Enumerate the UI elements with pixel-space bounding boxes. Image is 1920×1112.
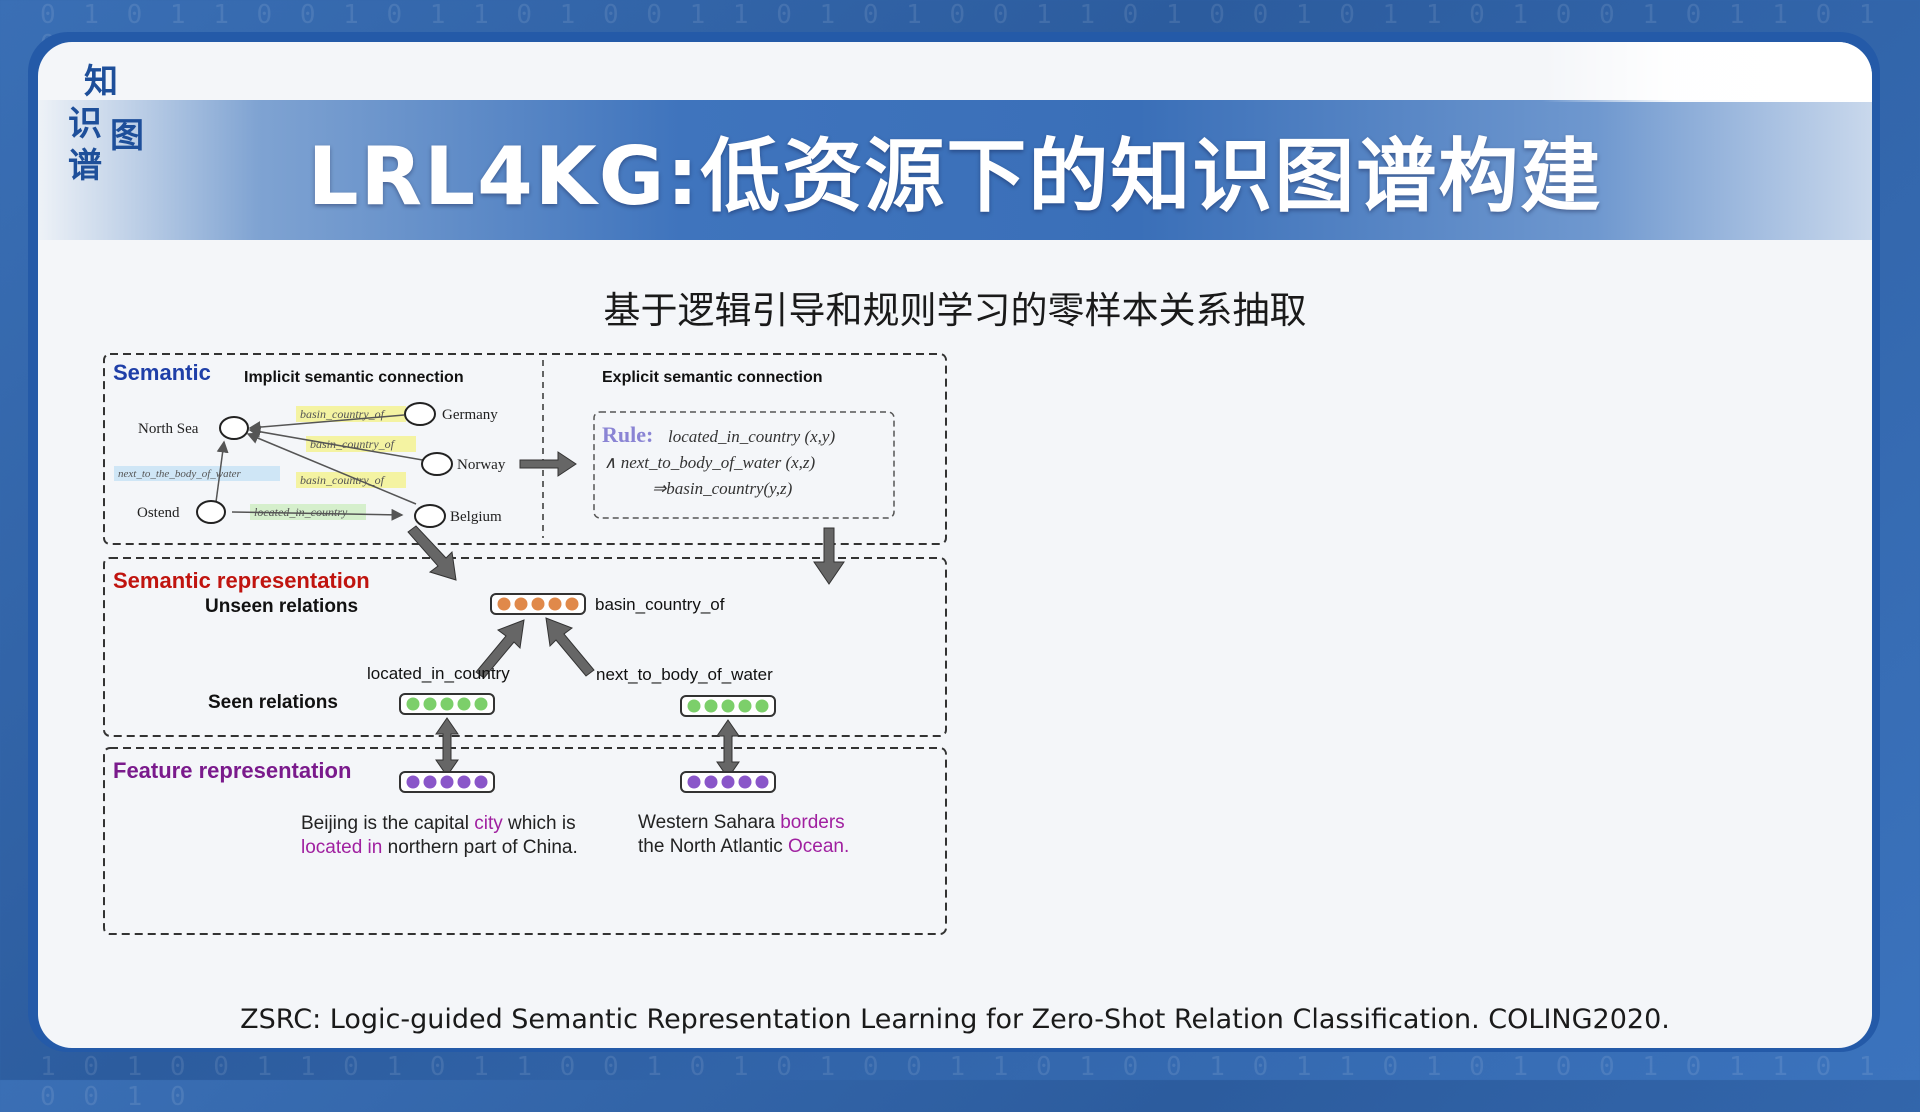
vector-seen-2-dot [704,699,718,713]
vector-seen-2-dot [755,699,769,713]
rule-line-1: located_in_country (x,y) [668,427,835,446]
node-norway [421,452,453,476]
vector-seen-1-dot [423,697,437,711]
vector-feature-1-dot [440,775,454,789]
logo-char-3: 图 [110,116,144,156]
arrow-graph-down [407,525,457,581]
sentence-2-highlight: Ocean. [788,836,849,857]
vector-feature-2-dot [738,775,752,789]
logo-char-4: 谱 [68,146,102,186]
feature-sentence-1-line-2: located in northern part of China. [301,837,578,858]
edge-line-belgium [246,432,417,505]
rule-box [593,411,895,519]
rule-prefix: Rule: [602,422,653,447]
arrow-seen2-to-unseen [545,617,595,677]
vector-seen-1-dot [440,697,454,711]
implicit-connection-label: Implicit semantic connection [244,369,464,386]
vector-feature-1-dot [423,775,437,789]
logo-char-1: 知 [84,62,118,102]
unseen-relation-name: basin_country_of [595,595,725,614]
feature-heading: Feature representation [113,758,351,783]
vector-feature-1-dot [406,775,420,789]
vector-unseen-dot [531,597,545,611]
vector-seen-2-dot [687,699,701,713]
vector-unseen-dot [565,597,579,611]
vector-feature-1-dot [457,775,471,789]
slide-subtitle: 基于逻辑引导和规则学习的零样本关系抽取 [603,289,1307,332]
sentence-2-text: Western Sahara [638,812,780,833]
rule-line-3: ⇒basin_country(y,z) [652,479,793,498]
edge-line-located [231,508,404,521]
vector-unseen-dot [514,597,528,611]
entity-ostend: Ostend [137,505,180,521]
vector-seen-1-dot [474,697,488,711]
logo-char-2: 识 [68,104,102,144]
vector-feature-1-dot [474,775,488,789]
edge-label-belgium: basin_country_of [300,473,386,487]
vector-feature-2-dot [755,775,769,789]
semantic-heading: Semantic [113,360,211,385]
vector-unseen-dot [548,597,562,611]
vector-seen-1-dot [406,697,420,711]
edge-label-norway: basin_country_of [310,437,396,451]
seen-relation-2-name: next_to_body_of_water [596,665,773,684]
node-germany [404,402,436,426]
zsrc-diagram: Semantic Implicit semantic connection Ex… [103,353,947,935]
slide: 知 识 图 谱 LRL4KG:低资源下的知识图谱构建 基于逻辑引导和规则学习的零… [38,42,1872,1048]
arrow-rule-down [813,527,845,585]
representation-heading: Semantic representation [113,568,370,593]
sentence-2-highlight: borders [780,812,844,833]
edge-highlight-located [250,504,366,520]
feature-sentence-2-line-1: Western Sahara borders [638,812,845,833]
vector-feature-2-dot [721,775,735,789]
sentence-1-text: which is [503,813,576,834]
sentence-1-text: northern part of China. [382,837,577,858]
vector-feature-2-dot [687,775,701,789]
feature-sentence-1-line-1: Beijing is the capital city which is [301,813,576,834]
entity-norway: Norway [457,457,506,473]
background-pattern-bottom: 1 0 1 0 0 1 1 0 1 0 1 1 0 0 1 0 1 0 1 0 … [40,1052,1881,1112]
entity-north-sea: North Sea [138,421,199,437]
page-title: LRL4KG:低资源下的知识图谱构建 [307,130,1603,223]
arrow-implicit-to-explicit [519,451,577,477]
sentence-1-highlight: city [474,813,503,834]
semantic-panel [103,353,947,545]
node-belgium [414,504,446,528]
node-ostend [196,500,226,524]
edge-label-germany: basin_country_of [300,407,386,421]
citation: ZSRC: Logic-guided Semantic Representati… [240,1004,1670,1035]
feature-sentence-2-line-2: the North Atlantic Ocean. [638,836,849,857]
unseen-relations-label: Unseen relations [205,596,358,617]
corner-glow [1542,42,1872,102]
logo: 知 识 图 谱 [52,50,162,186]
sentence-1-text: Beijing is the capital [301,813,474,834]
seen-relations-label: Seen relations [208,692,338,713]
arrow-seen1-to-unseen [475,619,525,679]
edge-highlight-germany [296,406,406,422]
explicit-connection-label: Explicit semantic connection [602,369,823,386]
edge-line-germany [248,414,405,434]
edge-line-water [215,440,229,503]
node-north-sea [219,416,249,440]
title-band [38,100,1872,240]
sentence-2-text: the North Atlantic [638,836,788,857]
sentence-1-highlight: located in [301,837,382,858]
vector-feature-2-dot [704,775,718,789]
rule-line-2: ∧ next_to_body_of_water (x,z) [604,453,816,472]
edge-highlight-belgium [296,472,406,488]
edge-highlight-water [114,466,280,481]
entity-germany: Germany [442,407,498,423]
edge-label-located: located_in_country [254,505,348,519]
vector-seen-1-dot [457,697,471,711]
vector-seen-2-dot [721,699,735,713]
feature-panel [103,747,947,935]
vector-seen-2-dot [738,699,752,713]
vector-unseen-dot [497,597,511,611]
seen-relation-1-name: located_in_country [367,664,510,683]
edge-line-norway [248,425,435,463]
edge-label-water: next_to_the_body_of_water [118,468,242,480]
edge-highlight-norway [306,436,416,452]
entity-belgium: Belgium [450,509,502,525]
